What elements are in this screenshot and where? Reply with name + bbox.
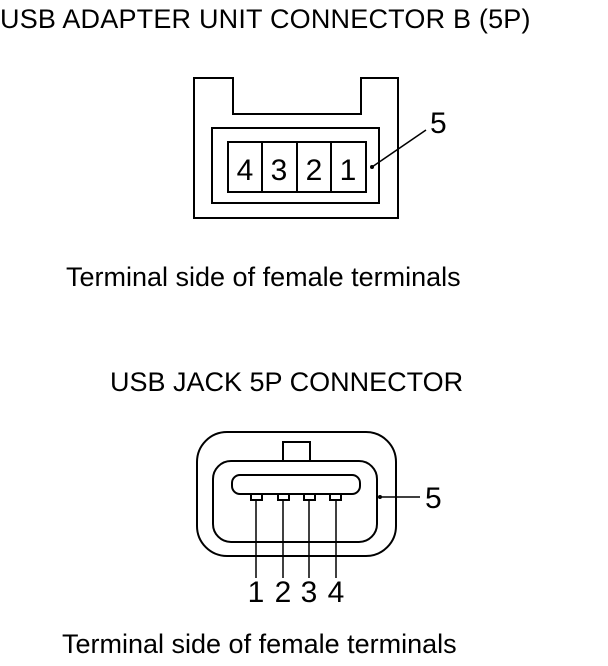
connector-a-caption: Terminal side of female terminals: [66, 262, 461, 292]
connector-b-pin-label: 1: [248, 576, 265, 609]
connector-b-contact: [303, 493, 316, 501]
connector-b-contact: [277, 493, 290, 501]
connector-a-callout-label: 5: [430, 107, 447, 140]
connector-b-diagram: [196, 431, 420, 578]
connector-b-key-tab: [282, 441, 311, 462]
connector-a-pin-label: 3: [271, 154, 288, 187]
connector-a-pin-label: 4: [237, 154, 254, 187]
connector-a-housing: [193, 77, 399, 219]
connector-b-pin-label: 4: [328, 576, 345, 609]
connector-a-title: USB ADAPTER UNIT CONNECTOR B (5P): [0, 4, 531, 34]
connector-a-diagram: [193, 77, 427, 219]
connector-a-pin-label: 2: [306, 154, 323, 187]
connector-a-callout-leader: [371, 129, 427, 168]
connector-b-contact: [329, 493, 342, 501]
connector-b-caption: Terminal side of female terminals: [62, 629, 457, 659]
connector-b-pin-label: 3: [301, 576, 318, 609]
connector-b-pin-label: 2: [275, 576, 292, 609]
connector-b-terminal-5-dot: [378, 495, 382, 499]
connector-a-inner-frame: [211, 127, 380, 204]
connector-a-pin-label: 1: [340, 154, 357, 187]
connector-b-housing-outer: [196, 431, 397, 557]
connector-b-tongue: [231, 474, 361, 495]
connector-b-title: USB JACK 5P CONNECTOR: [110, 367, 464, 397]
connector-b-callout-label: 5: [425, 482, 442, 515]
connector-a-terminal-5-dot: [370, 165, 374, 169]
connector-b-contact: [250, 493, 263, 501]
connector-b-housing-inner: [212, 460, 378, 543]
